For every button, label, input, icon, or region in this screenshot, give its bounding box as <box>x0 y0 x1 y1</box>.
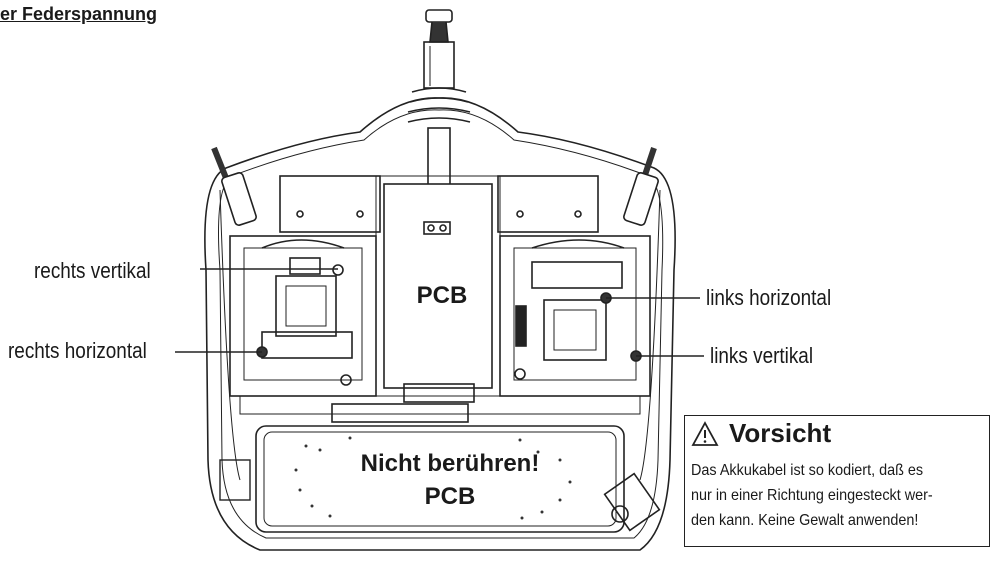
caution-title: Vorsicht <box>691 418 831 449</box>
left-switch-icon <box>211 146 257 226</box>
label-left-vertical: links vertikal <box>710 343 814 368</box>
do-not-touch-label: Nicht berühren! <box>360 450 540 477</box>
right-switch-icon <box>623 147 659 226</box>
battery-compartment <box>255 425 625 533</box>
caution-box: Vorsicht Das Akkukabel ist so kodiert, d… <box>684 415 990 547</box>
section-heading: er Federspannung <box>0 4 158 24</box>
left-gimbal <box>499 235 651 397</box>
caution-line: Das Akkukabel ist so kodiert, daß es <box>691 462 924 479</box>
center-pcb-board <box>383 183 493 389</box>
label-right-vertical: rechts vertikal <box>34 258 151 283</box>
caution-line: den kann. Keine Gewalt anwenden! <box>691 512 919 529</box>
label-left-horizontal: links horizontal <box>706 285 832 310</box>
housing-outline <box>204 97 676 551</box>
warning-triangle-icon <box>691 420 719 446</box>
stick-icon <box>407 9 471 189</box>
right-gimbal <box>229 235 377 397</box>
caution-line: nur in einer Richtung eingesteckt wer- <box>691 487 933 504</box>
pcb-label-center: PCB <box>416 282 468 309</box>
label-right-horizontal: rechts horizontal <box>8 338 147 363</box>
caution-title-text: Vorsicht <box>729 418 832 448</box>
caution-body: Das Akkukabel ist so kodiert, daß es nur… <box>691 458 961 533</box>
pcb-label-battery: PCB <box>424 483 476 510</box>
